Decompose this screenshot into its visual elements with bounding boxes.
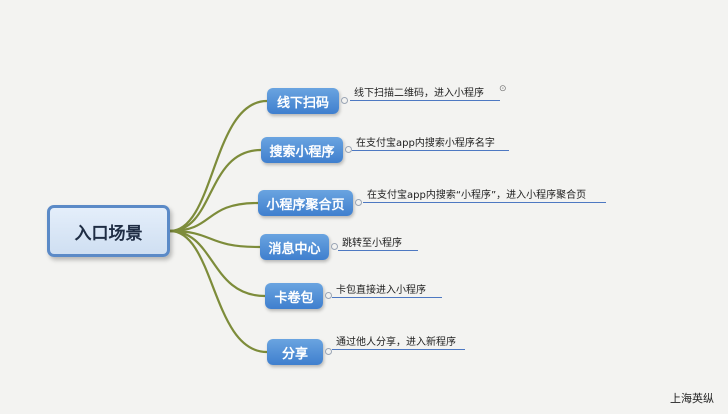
- branch-node-message-center[interactable]: 消息中心: [260, 234, 329, 260]
- branch-node-label: 分享: [281, 346, 308, 362]
- branch-node-label: 小程序聚合页: [266, 197, 345, 213]
- collapse-circle-icon[interactable]: [355, 199, 362, 206]
- connector-line: [168, 229, 262, 249]
- connector-line: [168, 99, 269, 233]
- connector-line: [168, 148, 263, 233]
- branch-note: 通过他人分享，进入新程序: [332, 333, 465, 350]
- note-marker-icon[interactable]: ⊙: [499, 84, 507, 94]
- connector-line: [168, 229, 269, 354]
- branch-note: 卡包直接进入小程序: [332, 281, 442, 298]
- branch-note: 线下扫描二维码，进入小程序: [350, 84, 500, 101]
- branch-note: 在支付宝app内搜索“小程序”，进入小程序聚合页: [363, 186, 606, 203]
- branch-node-label: 搜索小程序: [269, 144, 335, 160]
- collapse-circle-icon[interactable]: [325, 292, 332, 299]
- branch-note: 在支付宝app内搜索小程序名字: [352, 134, 509, 151]
- watermark-text: 上海英纵: [670, 392, 714, 405]
- branch-node-share[interactable]: 分享: [267, 339, 323, 365]
- branch-node-label: 线下扫码: [276, 95, 329, 111]
- branch-node-label: 卡卷包: [274, 290, 314, 306]
- branch-node-card-coupon[interactable]: 卡卷包: [265, 283, 323, 309]
- branch-node-label: 消息中心: [268, 241, 321, 257]
- root-node-label: 入口场景: [74, 223, 143, 244]
- branch-node-offline-scan[interactable]: 线下扫码: [267, 88, 339, 114]
- connector-line: [168, 229, 267, 298]
- collapse-circle-icon[interactable]: [325, 348, 332, 355]
- branch-node-aggregate-page[interactable]: 小程序聚合页: [258, 190, 353, 216]
- collapse-circle-icon[interactable]: [345, 146, 352, 153]
- branch-node-search[interactable]: 搜索小程序: [261, 137, 343, 163]
- connector-line: [168, 201, 260, 233]
- branch-note: 跳转至小程序: [338, 234, 418, 251]
- collapse-circle-icon[interactable]: [341, 97, 348, 104]
- collapse-circle-icon[interactable]: [331, 243, 338, 250]
- root-node[interactable]: 入口场景: [47, 205, 170, 257]
